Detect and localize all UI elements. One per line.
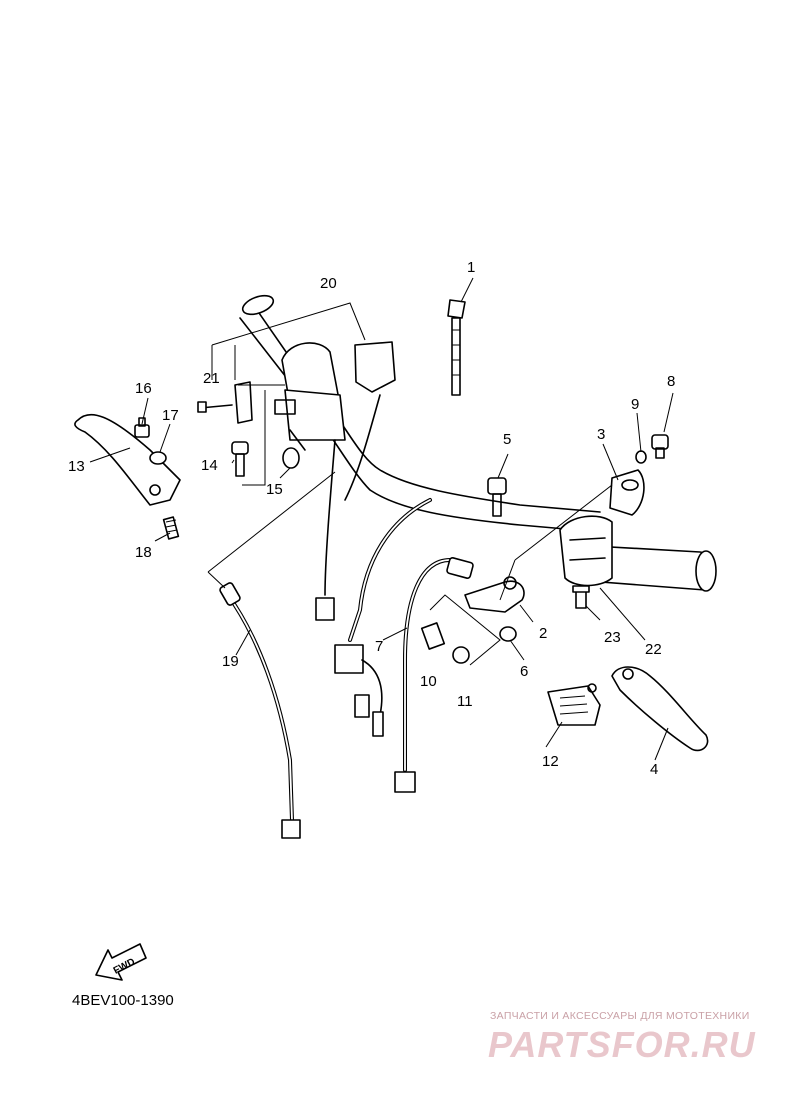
screw-part-23 [572,585,590,609]
callout-16: 16 [135,380,152,397]
callout-9: 9 [631,396,639,413]
callout-13: 13 [68,458,85,475]
brake-switch-lead [394,557,474,793]
callout-23: 23 [604,629,621,646]
bracket-part-21 [197,381,253,424]
callout-12: 12 [542,753,559,770]
handlebar-switch-part-20 [274,341,396,621]
callout-18: 18 [135,544,152,561]
callout-2: 2 [539,625,547,642]
callout-8: 8 [667,373,675,390]
cable-tie-part-1 [447,299,466,396]
clutch-lever-part-13 [74,413,181,506]
callout-14: 14 [201,457,218,474]
collar-part-15 [282,447,300,469]
watermark-subtitle: ЗАПЧАСТИ И АКСЕССУАРЫ ДЛЯ МОТОТЕХНИКИ [490,1010,750,1022]
clutch-cable-part-19 [219,582,301,839]
lever-holder-part-2 [464,576,525,613]
bolt-part-8 [651,434,669,459]
callout-numbers: 1 2 3 4 5 6 7 8 9 10 11 12 13 14 15 16 1… [68,259,675,778]
callout-6: 6 [520,663,528,680]
leader-lines [89,277,674,761]
callout-4: 4 [650,761,658,778]
bolt-part-14 [231,441,249,477]
callout-3: 3 [597,426,605,443]
callout-10: 10 [420,673,437,690]
perch-part-12 [547,683,601,726]
brake-lever-part-4 [611,666,709,752]
watermark-logo: PARTSFOR.RU [488,1024,756,1065]
adjuster-part-18 [162,516,180,540]
nut-part-17 [149,451,167,465]
leader-group-10-11 [429,594,501,666]
callout-17: 17 [162,407,179,424]
callout-22: 22 [645,641,662,658]
nut-part-11 [452,646,470,664]
diagram-code: 4BEV100-1390 [72,992,174,1009]
callout-21: 21 [203,370,220,387]
callout-20: 20 [320,275,337,292]
screw-part-10 [420,622,446,650]
throttle-housing-part-22 [559,515,613,587]
callout-7: 7 [375,638,383,655]
callout-11: 11 [457,693,473,710]
nut-part-6 [499,626,517,642]
callout-19: 19 [222,653,239,670]
bolt-part-16 [134,417,150,438]
callout-5: 5 [503,431,511,448]
wiring-lead-part-7 [334,498,432,737]
callout-1: 1 [467,259,475,276]
bolt-part-5 [487,477,507,517]
fwd-arrow-icon: FWD [95,943,147,981]
callout-15: 15 [266,481,283,498]
clamp-part-3 [609,469,645,516]
washer-part-9 [635,450,647,464]
